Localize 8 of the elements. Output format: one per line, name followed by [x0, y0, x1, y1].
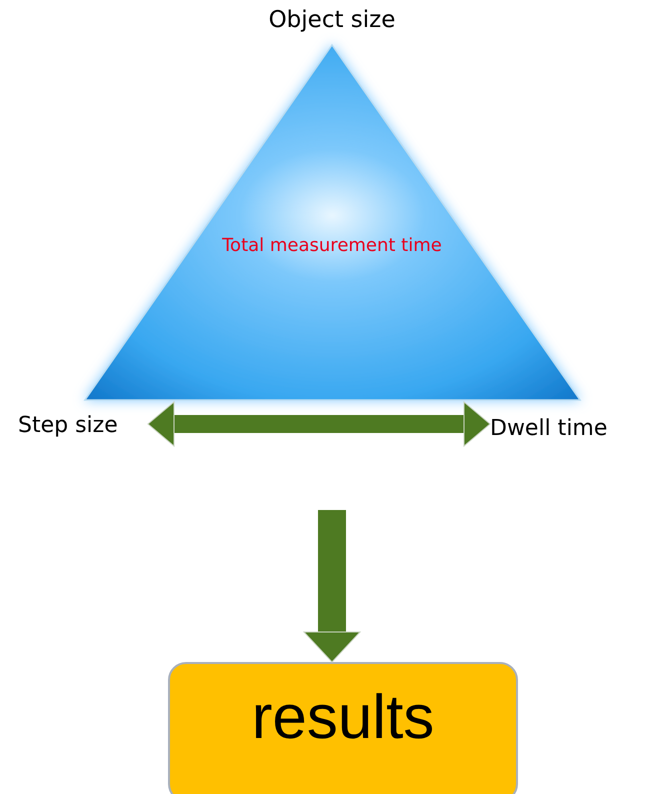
triangle-label: Total measurement time [222, 234, 442, 258]
results-text: results [252, 682, 434, 754]
arrow [304, 510, 360, 662]
results-box [168, 662, 518, 794]
corner-label: Step size [18, 410, 148, 442]
corner-label: Object size [268, 6, 396, 35]
double-arrow [148, 402, 490, 446]
corner-label: Dwell time [490, 413, 640, 445]
